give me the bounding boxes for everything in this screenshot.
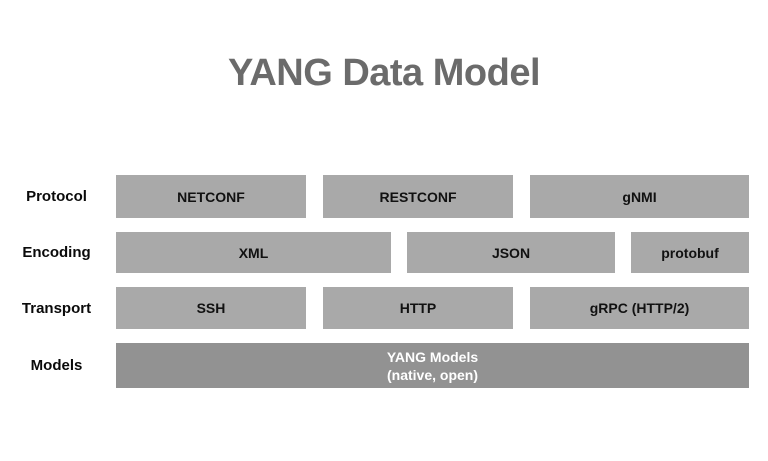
transport-box-http: HTTP bbox=[323, 287, 513, 329]
transport-box-grpc: gRPC (HTTP/2) bbox=[530, 287, 749, 329]
protocol-box-gnmi: gNMI bbox=[530, 175, 749, 218]
row-label-models: Models bbox=[30, 357, 83, 374]
row-label-protocol: Protocol bbox=[26, 188, 87, 205]
encoding-box-protobuf: protobuf bbox=[631, 232, 749, 273]
protocol-box-netconf: NETCONF bbox=[116, 175, 306, 218]
encoding-box-xml: XML bbox=[116, 232, 391, 273]
diagram-title: YANG Data Model bbox=[227, 52, 541, 94]
transport-box-ssh: SSH bbox=[116, 287, 306, 329]
protocol-box-restconf: RESTCONF bbox=[323, 175, 513, 218]
models-box-line1: YANG Models bbox=[386, 348, 479, 365]
models-box-yang-models: YANG Models (native, open) bbox=[116, 343, 749, 388]
encoding-box-json: JSON bbox=[407, 232, 615, 273]
row-label-encoding: Encoding bbox=[22, 244, 91, 261]
row-label-transport: Transport bbox=[21, 299, 92, 317]
models-box-line2: (native, open) bbox=[386, 366, 478, 383]
